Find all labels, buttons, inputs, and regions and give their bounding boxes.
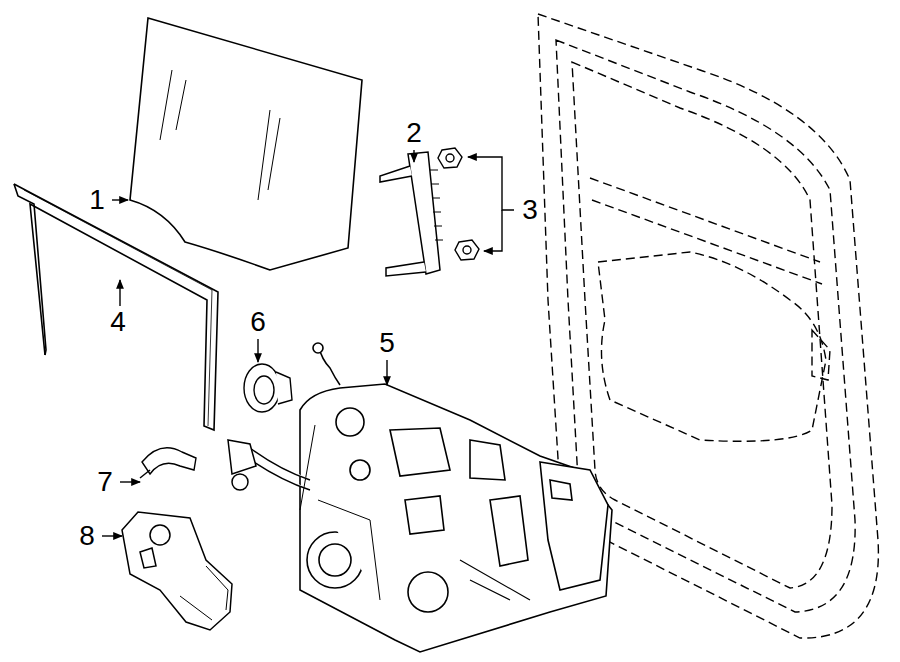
regulator-motor bbox=[122, 512, 232, 630]
speaker bbox=[276, 372, 292, 404]
wire-clip bbox=[140, 448, 196, 478]
door-module bbox=[540, 462, 608, 590]
speaker bbox=[244, 364, 280, 412]
glass-guide bbox=[386, 262, 426, 276]
callout-anchor: 1 bbox=[87, 185, 107, 215]
door-module bbox=[405, 496, 444, 534]
door-outline bbox=[538, 14, 878, 638]
door-module bbox=[300, 425, 380, 600]
door-module bbox=[390, 428, 450, 476]
nut bbox=[446, 154, 454, 162]
callout-number: 6 bbox=[248, 306, 268, 337]
wire-harness bbox=[228, 440, 310, 490]
door-module bbox=[490, 496, 528, 566]
door-outline bbox=[598, 252, 826, 441]
callout-number: 7 bbox=[95, 466, 115, 497]
callout-anchor: 6 bbox=[248, 307, 268, 337]
run-channel bbox=[24, 190, 212, 426]
run-channel bbox=[14, 184, 46, 355]
leader-line bbox=[386, 360, 387, 385]
door-module bbox=[300, 384, 612, 652]
door-module bbox=[408, 572, 448, 612]
leader-line bbox=[112, 199, 128, 200]
leader-line bbox=[468, 157, 514, 210]
callout-anchor: 8 bbox=[77, 521, 97, 551]
nut bbox=[463, 246, 471, 254]
wire-clip bbox=[142, 448, 196, 474]
door-module bbox=[313, 343, 323, 353]
regulator-motor bbox=[150, 525, 170, 545]
callout-number: 5 bbox=[377, 327, 397, 358]
callout-anchor: 5 bbox=[377, 328, 397, 358]
leader-line bbox=[120, 481, 140, 482]
door-glass bbox=[160, 70, 280, 200]
callout-anchor: 2 bbox=[404, 118, 424, 148]
speaker bbox=[254, 376, 274, 404]
run-channel bbox=[14, 184, 218, 430]
run-channel bbox=[14, 184, 218, 430]
glass-guide bbox=[380, 152, 443, 276]
callout-anchor: 4 bbox=[108, 307, 128, 337]
door-module bbox=[350, 460, 370, 480]
callout-anchor: 3 bbox=[520, 195, 540, 225]
wire-clip bbox=[140, 470, 150, 478]
door-outline bbox=[590, 178, 822, 284]
wire-harness bbox=[228, 440, 256, 474]
callout-number: 1 bbox=[87, 184, 107, 215]
glass-guide bbox=[380, 166, 412, 182]
leader-line bbox=[102, 150, 514, 536]
leader-line bbox=[257, 339, 258, 362]
door-module bbox=[319, 544, 351, 576]
regulator-motor bbox=[180, 566, 228, 620]
nut bbox=[438, 148, 479, 260]
speaker bbox=[244, 364, 292, 412]
nut bbox=[455, 240, 479, 260]
callout-number: 3 bbox=[520, 194, 540, 225]
door-module bbox=[336, 408, 364, 436]
door-module bbox=[300, 343, 612, 652]
callout-anchor: 7 bbox=[95, 467, 115, 497]
leader-line bbox=[102, 535, 122, 536]
wire-harness bbox=[232, 474, 248, 490]
leader-line bbox=[413, 150, 414, 162]
door-module bbox=[470, 440, 505, 480]
regulator-motor bbox=[140, 548, 156, 568]
door-glass bbox=[130, 18, 362, 270]
door-module bbox=[550, 480, 572, 500]
door-module bbox=[460, 560, 530, 600]
door-outline bbox=[538, 14, 878, 638]
callout-number: 4 bbox=[108, 306, 128, 337]
leader-line bbox=[119, 280, 120, 306]
door-outline bbox=[812, 330, 830, 380]
wire-harness bbox=[248, 458, 310, 490]
door-glass bbox=[130, 18, 362, 270]
glass-guide bbox=[430, 170, 443, 240]
callout-number: 8 bbox=[77, 520, 97, 551]
leader-line bbox=[484, 210, 502, 251]
callout-number: 2 bbox=[404, 117, 424, 148]
regulator-motor bbox=[122, 512, 232, 630]
nut bbox=[438, 148, 462, 168]
